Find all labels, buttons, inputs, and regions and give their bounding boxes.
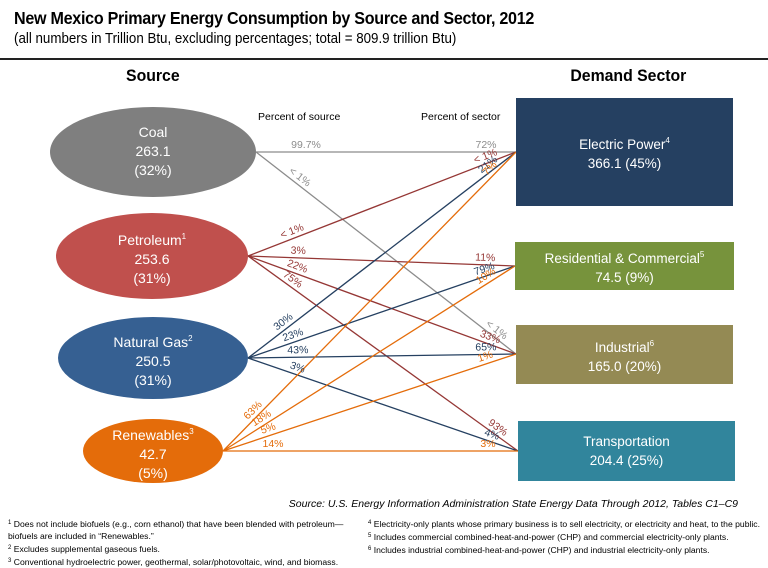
footnotes-left: 1 Does not include biofuels (e.g., corn … <box>8 517 358 568</box>
percent-of-sector-heading: Percent of sector <box>421 111 501 123</box>
footnote: 4 Electricity-only plants whose primary … <box>368 517 763 530</box>
pct-source-label-renewables-to-industrial: 5% <box>259 421 277 437</box>
pct-sector-label-natural_gas-to-transportation: 4% <box>483 426 501 442</box>
footnote-number: 6 <box>368 546 372 552</box>
page-title: New Mexico Primary Energy Consumption by… <box>14 8 535 28</box>
sector-label-transportation: Transportation 204.4 (25%) <box>518 421 735 481</box>
pct-source-label-petroleum-to-residential_commercial: 3% <box>290 245 306 258</box>
flow-line-coal-to-industrial <box>255 151 517 355</box>
source-label-petroleum: Petroleum1 253.6 (31%) <box>82 227 222 288</box>
pct-source-label-natural_gas-to-transportation: 3% <box>288 360 306 376</box>
sector-value: 366.1 (45%) <box>587 156 662 171</box>
sector-value: 204.4 (25%) <box>589 453 664 468</box>
source-name: Natural Gas2 <box>113 334 193 350</box>
footnote: 2 Excludes supplemental gaseous fuels. <box>8 542 358 555</box>
source-value: 253.6 <box>134 251 170 267</box>
flow-line-petroleum-to-industrial <box>247 255 517 355</box>
footnote-number: 1 <box>8 520 12 526</box>
pct-sector-label-petroleum-to-residential_commercial: 11% <box>475 252 496 265</box>
sector-name: Transportation <box>583 434 670 449</box>
source-share: (31%) <box>134 372 172 388</box>
source-value: 250.5 <box>135 353 171 369</box>
footnote: 3 Conventional hydroelectric power, geot… <box>8 555 358 568</box>
sector-node-industrial <box>516 325 733 384</box>
source-node-coal <box>50 107 256 197</box>
footnote-marker: 4 <box>665 136 670 145</box>
source-column-heading: Source <box>126 66 180 85</box>
footnote-number: 3 <box>8 558 12 564</box>
sector-node-transportation <box>518 421 735 481</box>
sector-name: Industrial6 <box>594 338 655 355</box>
source-label-natural_gas: Natural Gas2 250.5 (31%) <box>83 329 223 390</box>
sector-column-heading: Demand Sector <box>570 66 687 85</box>
sector-name: Residential & Commercial5 <box>544 250 705 266</box>
sector-label-industrial: Industrial6 165.0 (20%) <box>516 325 733 384</box>
footnote: 5 Includes commercial combined-heat-and-… <box>368 530 763 543</box>
sector-name: Electric Power4 <box>579 136 670 152</box>
flow-line-natural_gas-to-transportation <box>247 357 519 452</box>
flow-line-petroleum-to-transportation <box>247 255 519 452</box>
sector-value: 165.0 (20%) <box>587 358 662 374</box>
source-share: (31%) <box>133 270 171 286</box>
footnotes-right: 4 Electricity-only plants whose primary … <box>368 517 763 556</box>
source-name: Coal <box>138 124 168 140</box>
flow-line-renewables-to-industrial <box>222 353 517 452</box>
flow-line-natural_gas-to-industrial <box>247 353 517 359</box>
footnote-text: Includes commercial combined-heat-and-po… <box>371 532 729 542</box>
pct-sector-label-natural_gas-to-industrial: 65% <box>475 341 496 353</box>
source-value: 263.1 <box>135 143 171 159</box>
source-name: Renewables3 <box>112 427 194 443</box>
footnote-marker: 1 <box>181 232 187 241</box>
source-label-coal: Coal 263.1 (32%) <box>83 123 223 180</box>
pct-sector-label-coal-to-electric_power: 72% <box>475 139 496 151</box>
sector-value: 74.5 (9%) <box>595 270 654 285</box>
footnote-marker: 6 <box>649 338 655 348</box>
header-divider <box>0 58 768 60</box>
sector-label-electric_power: Electric Power4 366.1 (45%) <box>516 98 733 206</box>
source-share: (5%) <box>138 465 168 481</box>
source-label-renewables: Renewables3 42.7 (5%) <box>83 422 223 483</box>
flow-line-renewables-to-electric_power <box>222 151 517 452</box>
flow-line-renewables-to-residential_commercial <box>222 265 516 452</box>
footnote-marker: 3 <box>189 427 194 436</box>
footnote-number: 4 <box>368 520 372 526</box>
source-citation: Source: U.S. Energy Information Administ… <box>288 498 738 510</box>
page-subtitle: (all numbers in Trillion Btu, excluding … <box>14 31 457 47</box>
footnote-text: Includes industrial combined-heat-and-po… <box>371 545 710 555</box>
percent-of-source-heading: Percent of source <box>258 111 341 123</box>
footnote: 6 Includes industrial combined-heat-and-… <box>368 543 763 556</box>
pct-sector-label-renewables-to-transportation: 3% <box>480 438 495 450</box>
footnote-text: Conventional hydroelectric power, geothe… <box>11 557 339 567</box>
pct-source-label-natural_gas-to-residential_commercial: 23% <box>281 326 305 344</box>
source-name: Petroleum1 <box>117 232 187 248</box>
source-node-natural_gas <box>58 317 248 399</box>
sector-node-residential_commercial <box>515 242 734 290</box>
footnote: 1 Does not include biofuels (e.g., corn … <box>8 517 358 542</box>
pct-sector-label-renewables-to-industrial: 1% <box>476 349 494 365</box>
footnote-text: Electricity-only plants whose primary bu… <box>371 519 760 529</box>
flow-line-petroleum-to-electric_power <box>247 151 517 257</box>
footnote-number: 2 <box>8 545 12 551</box>
sector-label-residential_commercial: Residential & Commercial5 74.5 (9%) <box>515 242 734 290</box>
pct-source-label-renewables-to-transportation: 14% <box>262 438 283 450</box>
sector-node-electric_power <box>516 98 733 206</box>
footnote-text: Does not include biofuels (e.g., corn et… <box>8 519 344 541</box>
footnote-text: Excludes supplemental gaseous fuels. <box>11 544 160 554</box>
flow-line-natural_gas-to-residential_commercial <box>247 265 516 359</box>
source-value: 42.7 <box>139 446 167 462</box>
source-node-renewables <box>83 419 223 483</box>
pct-source-label-natural_gas-to-industrial: 43% <box>287 344 308 356</box>
footnote-number: 5 <box>368 533 372 539</box>
source-share: (32%) <box>134 162 172 178</box>
footnote-marker: 2 <box>188 334 193 343</box>
source-node-petroleum <box>56 213 248 299</box>
flow-line-natural_gas-to-electric_power <box>247 151 517 359</box>
pct-source-label-coal-to-electric_power: 99.7% <box>291 139 321 151</box>
footnote-marker: 5 <box>699 250 705 259</box>
flow-line-petroleum-to-residential_commercial <box>247 255 516 267</box>
